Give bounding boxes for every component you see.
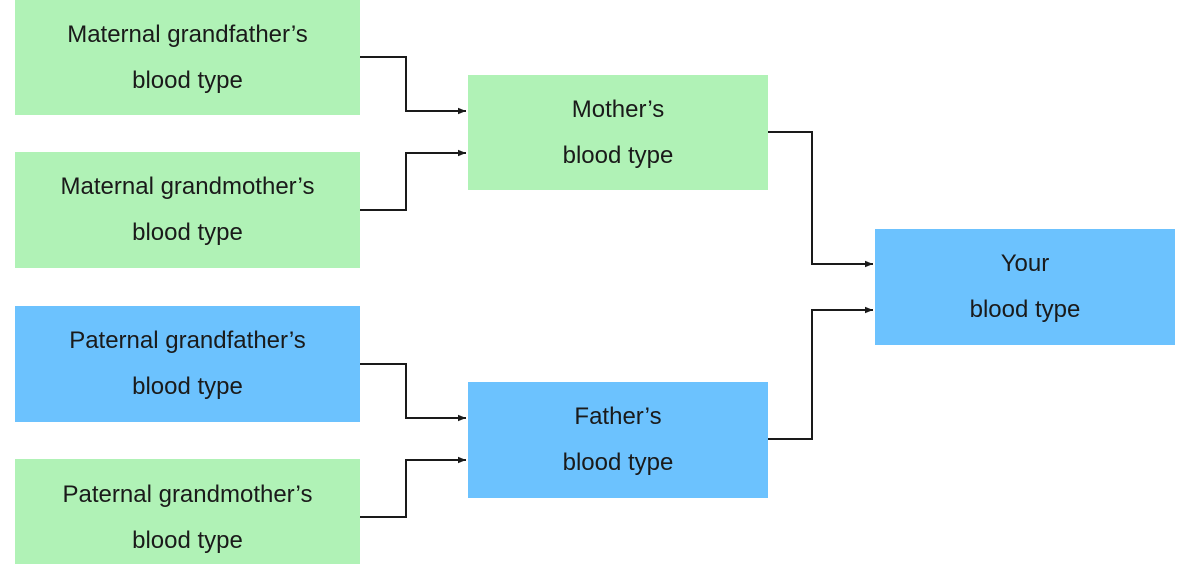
node-you-line2: blood type [969, 296, 1081, 323]
edge-paternal-grandfather-to-father [360, 363, 466, 422]
node-father-line2: blood type [562, 449, 674, 476]
node-mother-line2: blood type [562, 141, 674, 169]
node-paternal-grandfather-line1: Paternal grandfather’s [69, 327, 306, 354]
node-paternal-grandfather-line2: blood type [132, 373, 243, 400]
edge-maternal-grandmother-to-mother [360, 149, 466, 211]
node-mother: Mother’s blood type [468, 75, 768, 190]
edge-father-to-you [768, 306, 873, 440]
node-paternal-grandmother-line2: blood type [132, 526, 243, 554]
node-maternal-grandmother-line1: Maternal grandmother’s [60, 173, 315, 200]
node-paternal-grandfather: Paternal grandfather’s blood type [15, 306, 360, 422]
edge-mother-to-you [768, 131, 873, 268]
node-you: Your blood type [875, 229, 1175, 345]
node-paternal-grandmother: Paternal grandmother’s blood type [15, 459, 360, 564]
node-maternal-grandfather-line2: blood type [132, 66, 243, 94]
node-maternal-grandmother-line2: blood type [132, 219, 243, 246]
node-maternal-grandfather-line1: Maternal grandfather’s [67, 20, 308, 48]
node-paternal-grandmother-line1: Paternal grandmother’s [62, 480, 313, 508]
node-father-line1: Father’s [574, 403, 662, 430]
node-father: Father’s blood type [468, 382, 768, 498]
node-maternal-grandfather: Maternal grandfather’s blood type [15, 0, 360, 115]
edge-paternal-grandmother-to-father [360, 456, 466, 518]
node-you-line1: Your [1000, 250, 1050, 277]
edge-maternal-grandfather-to-mother [360, 56, 466, 115]
node-maternal-grandmother: Maternal grandmother’s blood type [15, 152, 360, 268]
node-mother-line1: Mother’s [571, 95, 665, 123]
